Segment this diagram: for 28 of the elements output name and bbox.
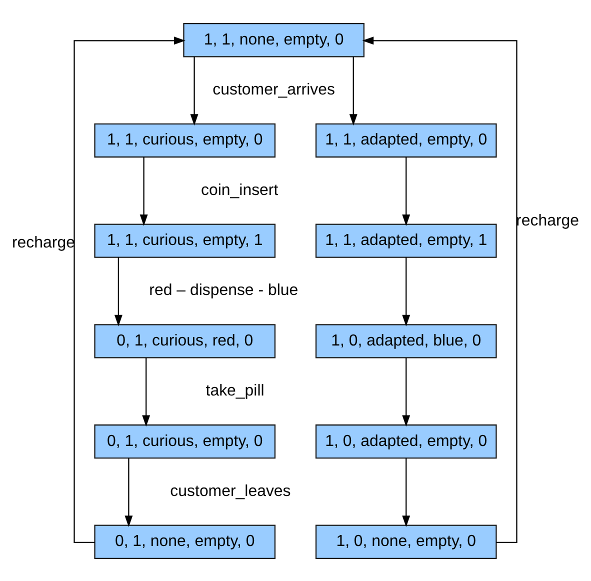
node-box: 0, 1, curious, red, 0 xyxy=(94,324,276,358)
arrow xyxy=(402,458,410,527)
arrow xyxy=(74,36,186,543)
node-box: 1, 1, curious, empty, 0 xyxy=(94,122,276,158)
node-box: 1, 1, none, empty, 0 xyxy=(183,22,364,57)
arrow xyxy=(402,256,410,326)
arrow xyxy=(362,36,518,543)
arrow xyxy=(140,156,148,226)
label: customer_arrives xyxy=(212,81,336,98)
node-box: 1, 1, adapted, empty, 1 xyxy=(315,223,497,258)
arrow xyxy=(114,256,122,326)
node-box: 0, 1, curious, empty, 0 xyxy=(94,424,276,458)
label: coin_insert xyxy=(201,181,278,198)
arrow xyxy=(402,156,410,226)
node-box: 1, 0, adapted, empty, 0 xyxy=(315,424,497,458)
node-box: 0, 1, none, empty, 0 xyxy=(94,524,276,559)
node-box: 1, 1, curious, empty, 1 xyxy=(94,223,276,258)
label: take_pill xyxy=(206,382,264,400)
arrow xyxy=(349,56,358,126)
label: red – dispense - blue xyxy=(149,282,298,299)
label: customer_leaves xyxy=(170,482,291,500)
node-box: 1, 1, adapted, empty, 0 xyxy=(315,122,497,158)
arrow xyxy=(142,357,150,426)
arrow xyxy=(402,357,410,426)
arrow xyxy=(124,458,133,527)
node-box: 1, 0, none, empty, 0 xyxy=(315,524,497,559)
node-box: 1, 0, adapted, blue, 0 xyxy=(315,324,497,358)
arrow xyxy=(190,56,198,126)
